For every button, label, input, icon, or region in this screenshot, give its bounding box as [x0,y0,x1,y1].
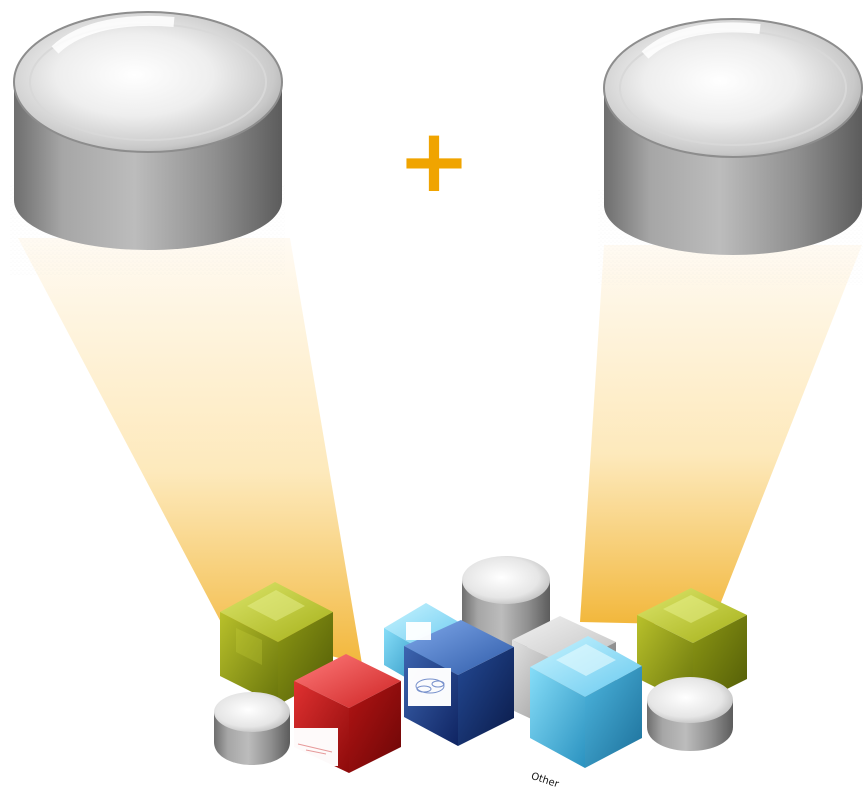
right-light-beam [580,245,862,625]
left-small-silver-cylinder [214,692,290,765]
right-small-silver-cylinder [647,677,733,751]
blue-cube [404,620,514,746]
left-large-cylinder [14,12,282,250]
right-large-cylinder [604,19,862,255]
plus-symbol: + [397,109,471,212]
left-light-beam [18,238,362,664]
